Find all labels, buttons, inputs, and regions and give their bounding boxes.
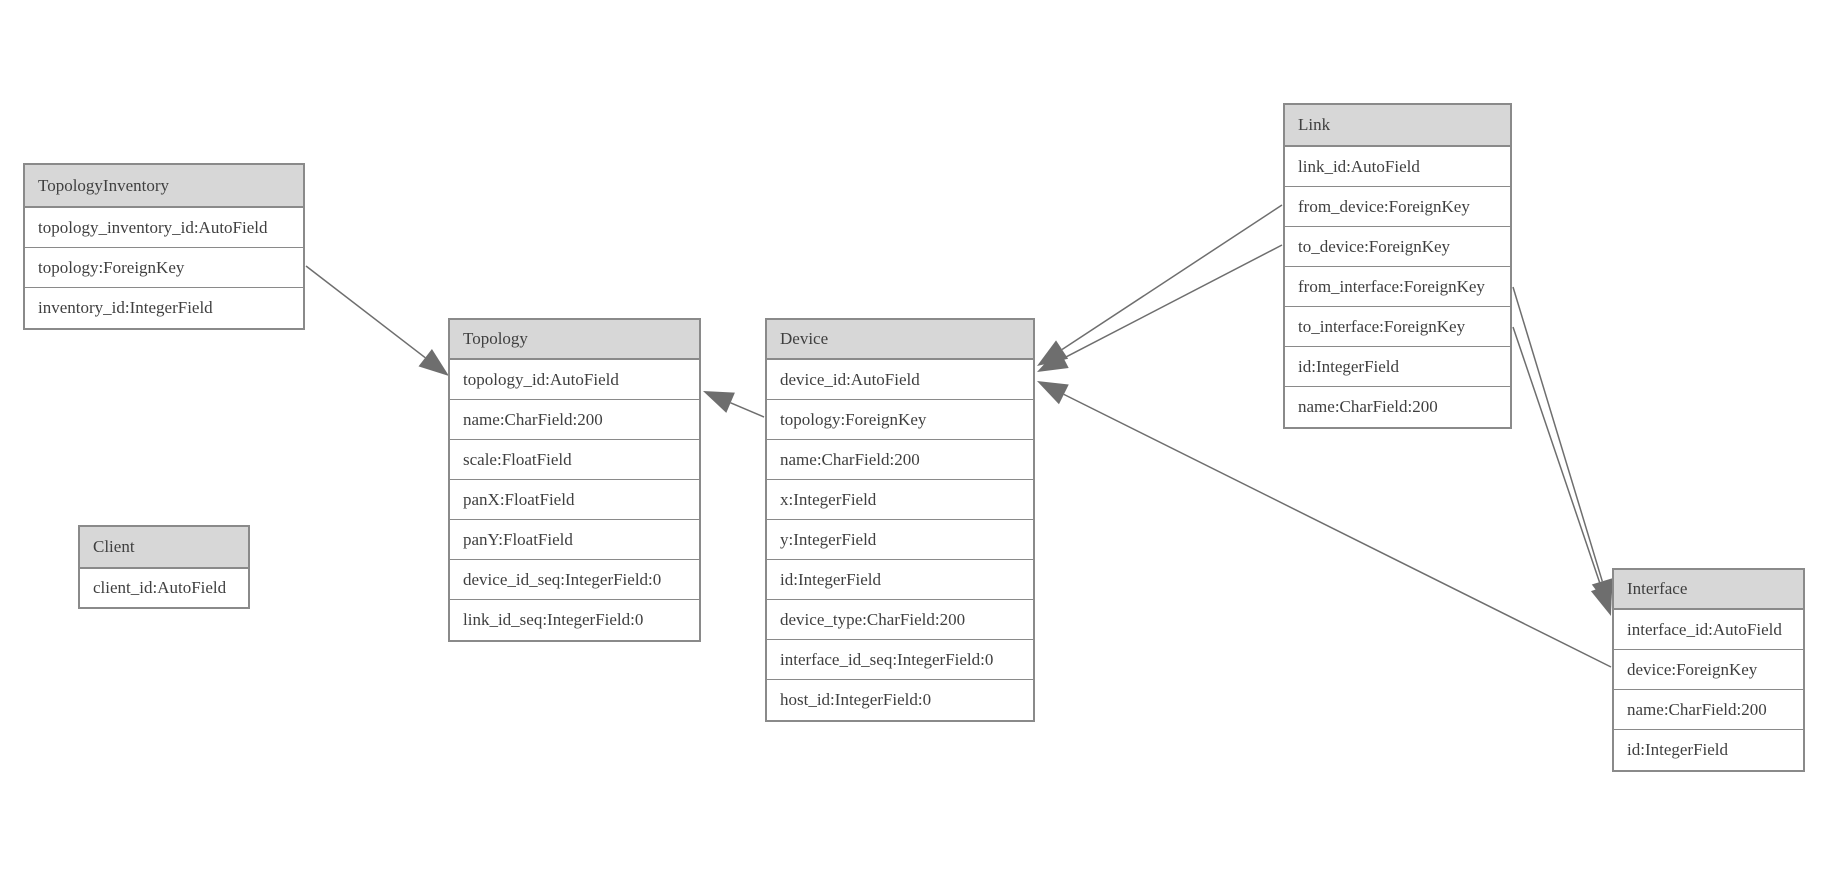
arrowhead-interface-device-to-device [1037, 381, 1069, 405]
entity-field: name:CharField:200 [767, 440, 1033, 480]
edge-interface-device-to-device [1063, 393, 1612, 668]
edge-topology-inventory-topology-to-topology [305, 265, 426, 359]
arrowhead-device-topology-to-topology [703, 391, 735, 413]
entity-field: interface_id:AutoField [1614, 610, 1803, 650]
edge-link-to-interface-to-interface [1512, 326, 1603, 588]
arrowhead-link-to-interface-to-interface [1590, 584, 1612, 616]
edge-link-to-device-to-device [1063, 244, 1283, 359]
entity-title: Interface [1614, 570, 1803, 610]
entity-field: id:IntegerField [1627, 740, 1729, 759]
entity-field: to_interface:ForeignKey [1285, 307, 1510, 347]
entity-title: Link [1285, 105, 1510, 147]
arrowhead-topology-inventory-topology-to-topology [418, 348, 449, 376]
entity-field: name:CharField:200 [1298, 397, 1438, 416]
entity-field: topology:ForeignKey [25, 248, 303, 288]
entity-field: inventory_id:IntegerField [38, 298, 213, 317]
entity-field: host_id:IntegerField:0 [780, 690, 932, 709]
entity-field: panY:FloatField [450, 520, 699, 560]
entity-field: link_id:AutoField [1285, 147, 1510, 187]
entity-title: TopologyInventory [25, 165, 303, 208]
entity-field: topology_inventory_id:AutoField [25, 208, 303, 248]
entity-field: topology_id:AutoField [450, 360, 699, 400]
entity-field: id:IntegerField [1285, 347, 1510, 387]
edge-link-from-interface-to-interface [1512, 286, 1604, 582]
entity-field: device:ForeignKey [1614, 650, 1803, 690]
entity-field: device_id:AutoField [767, 360, 1033, 400]
entity-field: id:IntegerField [767, 560, 1033, 600]
entity-field: topology:ForeignKey [767, 400, 1033, 440]
entity-title: Device [767, 320, 1033, 360]
entity-field: to_device:ForeignKey [1285, 227, 1510, 267]
entity-field: panX:FloatField [450, 480, 699, 520]
arrowhead-link-to-device-to-device [1037, 348, 1069, 372]
entity-title: Client [80, 527, 248, 569]
entity-field: device_id_seq:IntegerField:0 [450, 560, 699, 600]
entity-field: interface_id_seq:IntegerField:0 [767, 640, 1033, 680]
entity-field: x:IntegerField [767, 480, 1033, 520]
entity-field: device_type:CharField:200 [767, 600, 1033, 640]
entity-field: client_id:AutoField [93, 578, 227, 597]
entity-field: name:CharField:200 [450, 400, 699, 440]
entity-field: link_id_seq:IntegerField:0 [463, 610, 644, 629]
entity-field: name:CharField:200 [1614, 690, 1803, 730]
edge-link-from-device-to-device [1061, 204, 1283, 351]
entity-field: from_interface:ForeignKey [1285, 267, 1510, 307]
entity-field: y:IntegerField [767, 520, 1033, 560]
entity-title: Topology [450, 320, 699, 360]
entity-client[interactable]: Client client_id:AutoField [78, 525, 250, 609]
entity-field: from_device:ForeignKey [1285, 187, 1510, 227]
edge-device-topology-to-topology [730, 402, 765, 418]
entity-field: scale:FloatField [450, 440, 699, 480]
